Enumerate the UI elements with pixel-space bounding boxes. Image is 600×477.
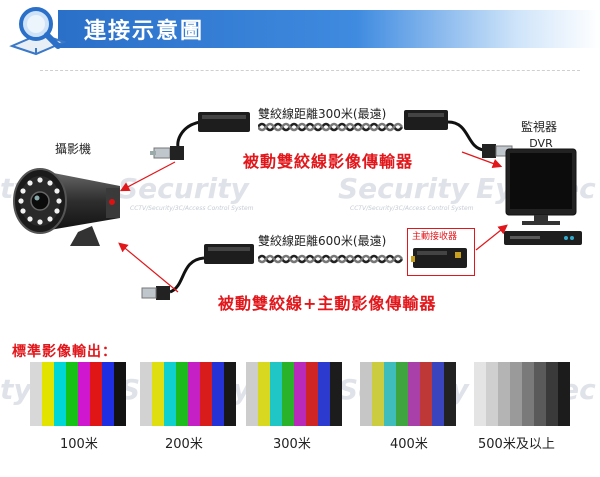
distance-300-label: 雙絞線距離300米(最遠): [258, 107, 387, 121]
transceiver-top-left: [150, 112, 250, 160]
color-bars: [30, 362, 570, 426]
bar-label-500: 500米及以上: [478, 437, 555, 452]
bar-label-100: 100米: [60, 437, 98, 452]
color-bar-400: [360, 362, 456, 426]
arrow-camera-top: [119, 161, 176, 192]
arrow-camera-bottom: [118, 242, 179, 293]
bar-label-400: 400米: [390, 437, 428, 452]
active-receiver-icon: [411, 248, 467, 268]
distance-600-label: 雙絞線距離600米(最遠): [258, 234, 387, 248]
active-receiver-label: 主動接收器: [412, 232, 458, 242]
watermark-ty-2: ty: [0, 373, 32, 406]
transceiver-top-right: [404, 110, 518, 158]
twisted-pair-bottom: [258, 254, 404, 264]
color-bar-100: [30, 362, 126, 426]
bar-label-300: 300米: [273, 437, 311, 452]
watermark-security: Security: [118, 172, 249, 205]
camera-label: 攝影機: [55, 142, 92, 156]
header-banner: [58, 10, 600, 48]
header-divider: [40, 70, 580, 71]
active-receiver-box: [407, 228, 475, 276]
monitor-label: 監視器: [521, 120, 558, 134]
signal-arrows: [118, 151, 508, 293]
passive-active-transceiver-label: 被動雙絞線+主動影像傳輸器: [218, 294, 437, 313]
watermark-subtitle-2: CCTV/Security/3C/Access Control System: [350, 205, 474, 212]
twisted-pair-top: [258, 122, 404, 132]
arrow-monitor-top: [461, 151, 503, 169]
monitor-icon: DVR: [504, 137, 582, 245]
color-bar-500: [474, 362, 570, 426]
magnifier-book-icon: [9, 7, 67, 56]
color-bar-300: [246, 362, 342, 426]
passive-transceiver-label: 被動雙絞線影像傳輸器: [243, 152, 414, 171]
color-bar-200: [140, 362, 236, 426]
watermark-security-2: Security: [338, 172, 469, 205]
watermark-subtitle: CCTV/Security/3C/Access Control System: [130, 205, 254, 212]
standard-output-label: 標準影像輸出：: [12, 344, 117, 360]
page-title: 連接示意圖: [84, 19, 205, 44]
bar-label-200: 200米: [165, 437, 203, 452]
camera-icon: [13, 168, 120, 246]
transceiver-bottom-left: [141, 244, 254, 300]
arrow-monitor-bottom: [475, 224, 508, 251]
dvr-text: DVR: [529, 137, 553, 150]
